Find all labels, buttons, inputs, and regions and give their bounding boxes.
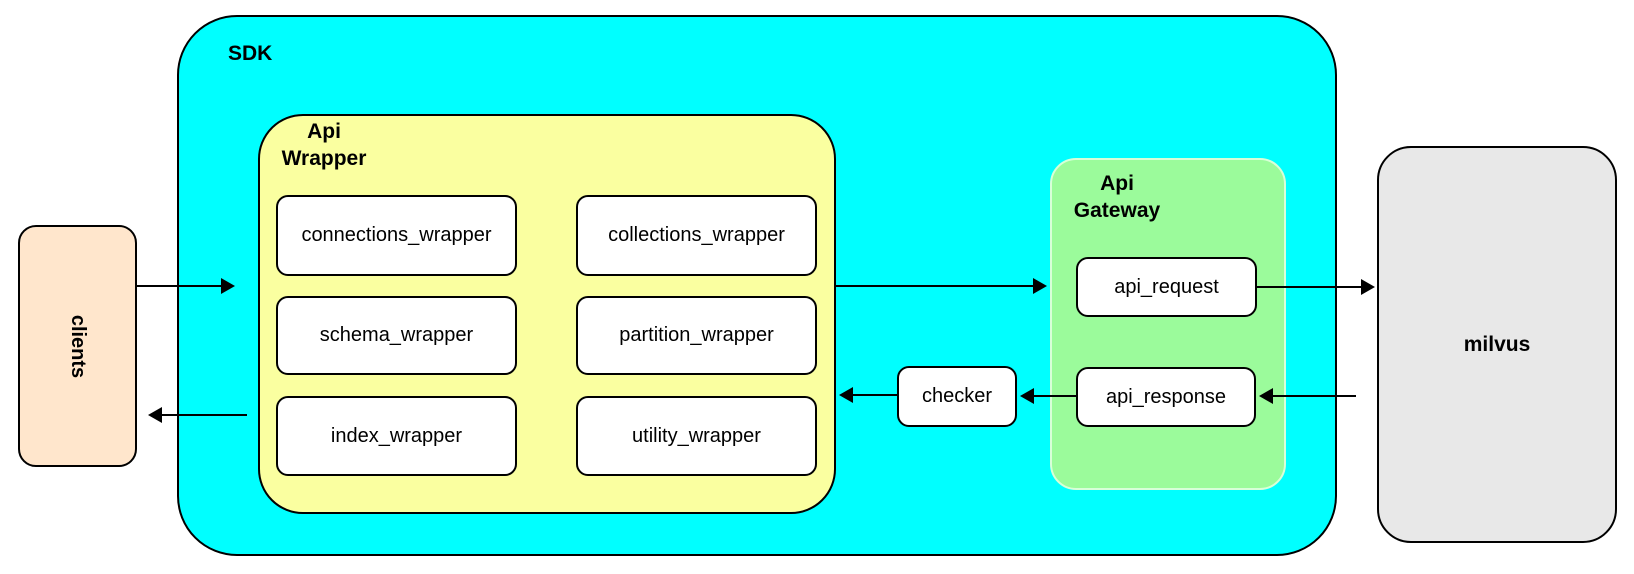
arrowhead-left-icon bbox=[148, 407, 162, 423]
api-gateway-label-line2: Gateway bbox=[1073, 199, 1161, 222]
node-api-request: api_request bbox=[1076, 257, 1257, 317]
api-gateway-label-line1: Api bbox=[1100, 172, 1134, 195]
node-partition-wrapper: partition_wrapper bbox=[576, 296, 817, 375]
sdk-label: SDK bbox=[228, 42, 273, 65]
api-wrapper-label-line1: Api bbox=[307, 120, 341, 143]
edge-line bbox=[137, 285, 221, 287]
api-gateway-label: Api Gateway bbox=[1056, 170, 1178, 224]
edge-line bbox=[1273, 395, 1356, 397]
arrowhead-right-icon bbox=[221, 278, 235, 294]
arrowhead-right-icon bbox=[1033, 278, 1047, 294]
container-sdk: SDK Api Wrapper connections_wrapper coll… bbox=[177, 15, 1337, 556]
node-utility-wrapper: utility_wrapper bbox=[576, 396, 817, 476]
container-api-gateway: Api Gateway api_request api_response bbox=[1050, 158, 1286, 490]
node-schema-wrapper: schema_wrapper bbox=[276, 296, 517, 375]
node-index-wrapper: index_wrapper bbox=[276, 396, 517, 476]
edge-line bbox=[836, 285, 1033, 287]
node-checker: checker bbox=[897, 366, 1017, 427]
edge-line bbox=[1257, 286, 1361, 288]
arrowhead-left-icon bbox=[1020, 388, 1034, 404]
api-wrapper-label: Api Wrapper bbox=[268, 118, 380, 172]
container-api-wrapper: Api Wrapper connections_wrapper collecti… bbox=[258, 114, 836, 514]
node-api-response: api_response bbox=[1076, 367, 1256, 427]
clients-label: clients bbox=[66, 314, 89, 378]
node-connections-wrapper: connections_wrapper bbox=[276, 195, 517, 276]
edge-line bbox=[162, 414, 247, 416]
edge-line bbox=[853, 394, 897, 396]
arrowhead-left-icon bbox=[839, 387, 853, 403]
arrowhead-left-icon bbox=[1259, 388, 1273, 404]
arrowhead-right-icon bbox=[1361, 279, 1375, 295]
node-milvus: milvus bbox=[1377, 146, 1617, 543]
edge-line bbox=[1034, 395, 1076, 397]
api-wrapper-label-line2: Wrapper bbox=[281, 147, 367, 170]
node-clients: clients bbox=[18, 225, 137, 467]
node-collections-wrapper: collections_wrapper bbox=[576, 195, 817, 276]
